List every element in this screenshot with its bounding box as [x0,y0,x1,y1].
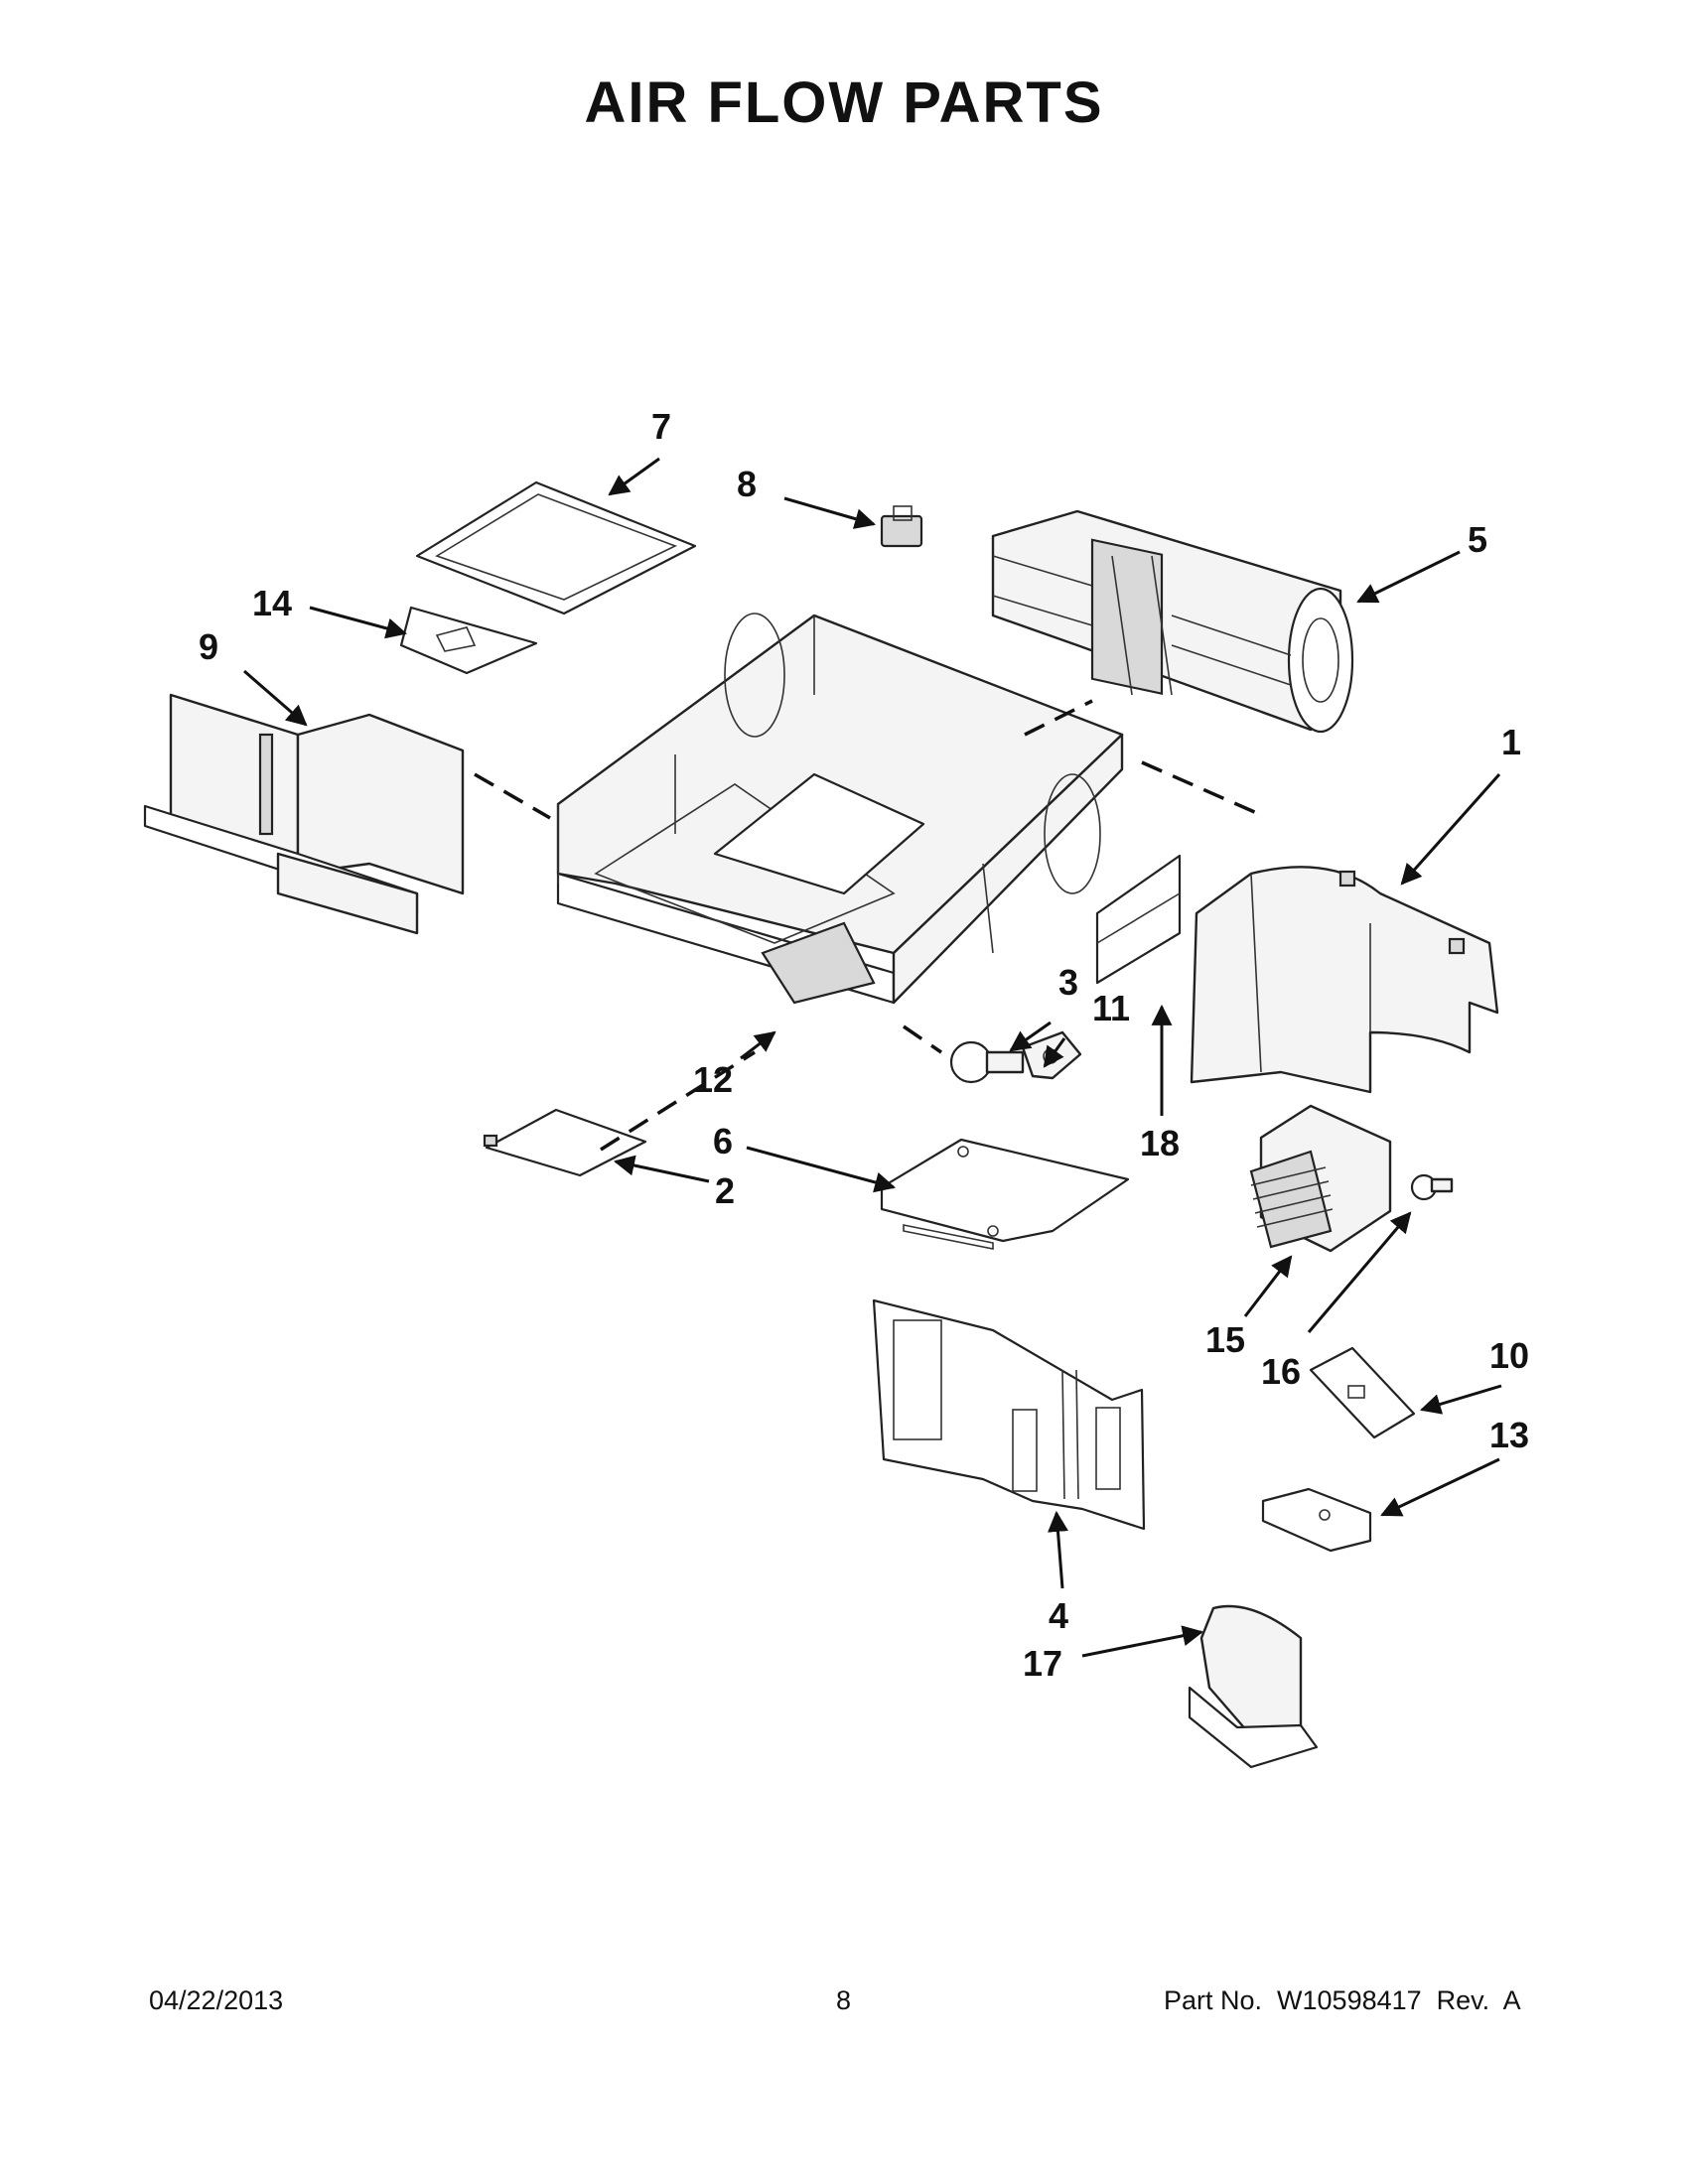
callout-14: 14 [252,583,292,623]
part-3-lamp [949,1040,1025,1084]
part-2-cover-plate [483,1108,647,1177]
leader-lines [243,457,1502,1658]
callout-4: 4 [1049,1595,1068,1636]
part-6-waveguide-cover [880,1138,1130,1250]
callout-2: 2 [715,1170,735,1211]
callout-8: 8 [737,464,757,504]
part-15-transformer [1249,1104,1392,1253]
callout-7: 7 [651,406,671,447]
callout-11: 11 [1092,988,1130,1028]
base-pan [556,613,1124,1005]
part-17-air-guide [1188,1604,1319,1769]
callout-9: 9 [199,626,218,667]
callout-12: 12 [693,1059,733,1100]
part-13-bracket [1261,1487,1372,1553]
part-8-clip [880,505,923,548]
callout-6: 6 [713,1121,733,1161]
part-9-left-duct [143,693,465,935]
callout-10: 10 [1489,1335,1529,1376]
part-4-vent-panel [872,1298,1146,1531]
callout-1: 1 [1501,722,1521,762]
assembly-lines [474,699,1260,1152]
part-16-thermostat [1410,1173,1454,1201]
footer-page-number: 8 [836,1985,852,2015]
callout-15: 15 [1205,1319,1245,1360]
part-1-right-duct [1190,866,1499,1094]
callout-18: 18 [1140,1123,1180,1163]
callout-16: 16 [1261,1351,1301,1392]
part-5-blower-motor [991,509,1354,734]
part-14-deflector [399,606,538,675]
footer-date: 04/22/2013 [149,1985,284,2015]
callout-17: 17 [1023,1643,1062,1684]
callout-13: 13 [1489,1415,1529,1455]
part-10-label [1309,1346,1416,1439]
callout-labels: 7 8 5 14 9 1 3 11 12 18 6 2 15 16 10 13 … [199,406,1529,1684]
callout-3: 3 [1058,962,1078,1003]
page-title: AIR FLOW PARTS [584,70,1104,135]
callout-5: 5 [1468,519,1487,560]
part-18-divider [1095,854,1182,985]
part-7-filter-frame [415,480,697,615]
footer-part-number: Part No. W10598417 Rev. A [1164,1985,1521,2015]
